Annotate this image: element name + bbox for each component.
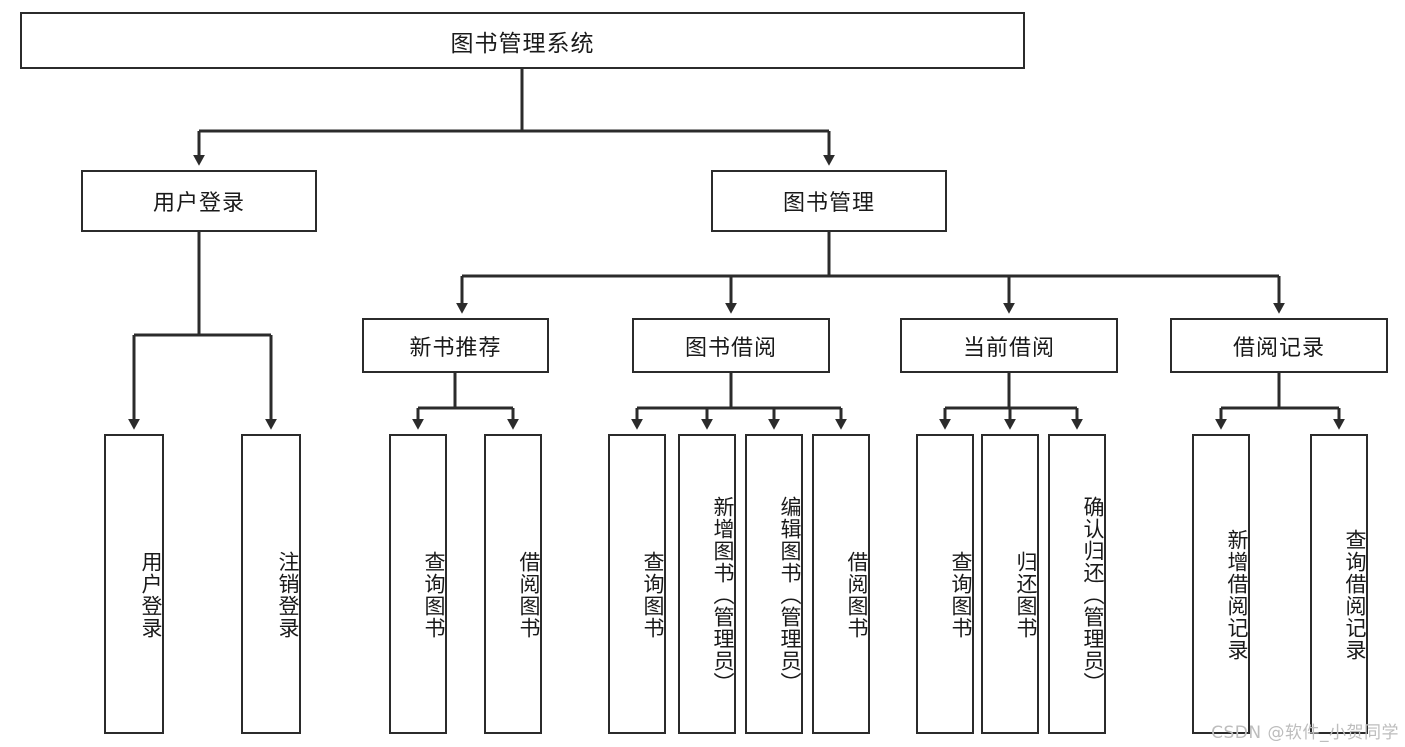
node-borrow-record[interactable]: 借阅记录 — [1170, 318, 1388, 373]
leaf-return-book[interactable]: 归还图书 — [981, 434, 1039, 734]
node-book-management[interactable]: 图书管理 — [711, 170, 947, 232]
leaf-borrow-book[interactable]: 借阅图书 — [812, 434, 870, 734]
leaf-query-book-current[interactable]: 查询图书 — [916, 434, 974, 734]
leaf-edit-book-admin[interactable]: 编辑图书（管理员） — [745, 434, 803, 734]
leaf-query-borrow-record[interactable]: 查询借阅记录 — [1310, 434, 1368, 734]
leaf-logout[interactable]: 注销登录 — [241, 434, 301, 734]
leaf-borrow-book-recommend[interactable]: 借阅图书 — [484, 434, 542, 734]
node-user-login[interactable]: 用户登录 — [81, 170, 317, 232]
node-new-book-recommend[interactable]: 新书推荐 — [362, 318, 549, 373]
watermark: CSDN @软件_小贺同学 — [1211, 723, 1399, 743]
node-root[interactable]: 图书管理系统 — [20, 12, 1025, 69]
leaf-add-borrow-record[interactable]: 新增借阅记录 — [1192, 434, 1250, 734]
leaf-query-book-borrow[interactable]: 查询图书 — [608, 434, 666, 734]
leaf-user-login[interactable]: 用户登录 — [104, 434, 164, 734]
node-current-borrow[interactable]: 当前借阅 — [900, 318, 1118, 373]
leaf-query-book-recommend[interactable]: 查询图书 — [389, 434, 447, 734]
leaf-add-book-admin[interactable]: 新增图书（管理员） — [678, 434, 736, 734]
node-book-borrow[interactable]: 图书借阅 — [632, 318, 830, 373]
leaf-confirm-return-admin[interactable]: 确认归还（管理员） — [1048, 434, 1106, 734]
